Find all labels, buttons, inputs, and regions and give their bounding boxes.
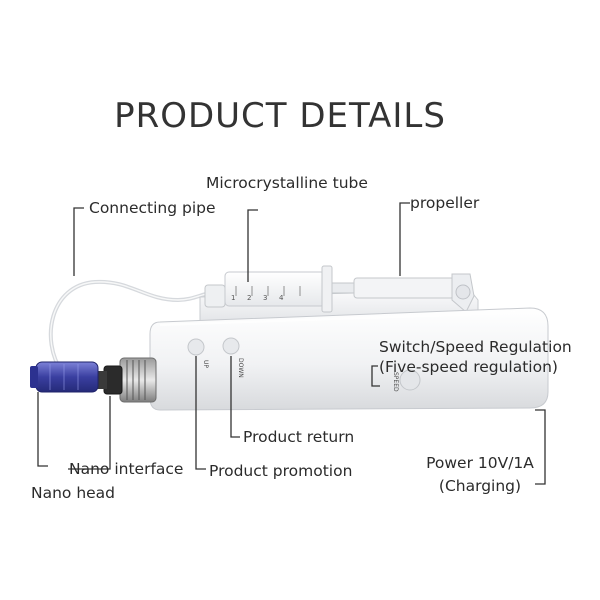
label-nano-head: Nano head (31, 484, 116, 502)
label-product-promotion: Product promotion (209, 462, 353, 480)
up-marking: UP (202, 360, 209, 368)
label-connecting-pipe: Connecting pipe (89, 199, 216, 217)
down-button-shape (222, 337, 240, 355)
up-button-shape (187, 338, 205, 356)
nano-head (30, 361, 99, 393)
propeller (353, 273, 475, 313)
label-switch-speed-regulation: Switch/Speed Regulation (379, 338, 572, 356)
syringe-scale-4: 4 (279, 294, 284, 302)
down-marking: DOWN (237, 358, 244, 378)
label-power: Power 10V/1A (426, 454, 534, 472)
label-charging: (Charging) (438, 477, 522, 495)
label-propeller: propeller (410, 194, 480, 212)
syringe-scale-3: 3 (263, 294, 267, 302)
label-product-return: Product return (243, 428, 355, 446)
syringe-scale-1: 1 (231, 294, 235, 302)
label-microcrystalline-tube: Microcrystalline tube (206, 174, 368, 192)
nano-interface (95, 357, 157, 403)
device-body (149, 307, 549, 411)
label-five-speed-regulation: (Five-speed regulation) (379, 358, 558, 376)
page-title: PRODUCT DETAILS (114, 96, 446, 136)
syringe: 1 2 3 4 (204, 265, 355, 313)
speed-marking: SPEED (392, 372, 399, 392)
leader-lines (37, 202, 546, 485)
speed-switch-shape (399, 369, 421, 391)
syringe-scale-2: 2 (247, 294, 251, 302)
label-nano-interface: Nano interface (69, 460, 184, 478)
